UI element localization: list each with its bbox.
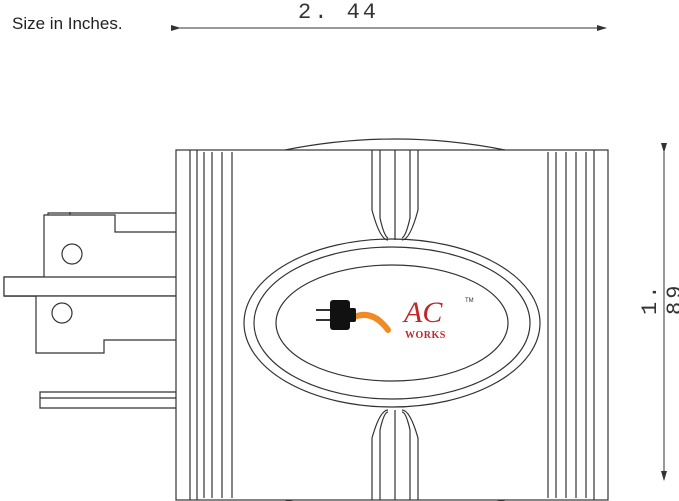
adapter-body	[175, 138, 609, 501]
plug-icon	[316, 300, 391, 333]
logo-subtitle: WORKS	[405, 330, 446, 341]
height-dimension-label: 1. 89	[638, 282, 679, 315]
units-note: Size in Inches.	[12, 14, 123, 33]
logo-brand: AC	[404, 296, 443, 329]
logo-trademark: TM	[465, 298, 474, 304]
width-dimension-label: 2. 44	[298, 0, 380, 25]
plug-prongs	[3, 212, 179, 409]
